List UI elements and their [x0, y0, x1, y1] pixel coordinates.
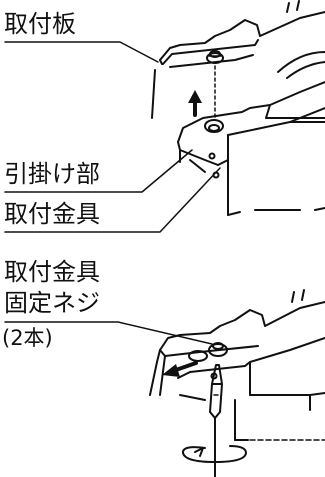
- mounting-plate-label: 取付板: [4, 10, 76, 38]
- ceiling-body-drawing: [177, 81, 325, 216]
- bracket-screw-label-line2: 固定ネジ: [4, 289, 100, 317]
- hook-part-label: 引掛け部: [4, 160, 100, 188]
- slide-screw-hole-icon: [188, 350, 208, 362]
- leader-hook-part: [4, 149, 193, 193]
- mounting-plate-drawing: [151, 0, 325, 119]
- bracket-screw-icon: [208, 342, 228, 380]
- leader-bracket: [4, 167, 221, 233]
- slide-arrowhead: [162, 364, 180, 377]
- screwdriver-icon: [209, 364, 223, 477]
- leader-bracket-screw: [4, 321, 213, 345]
- bracket-screw-label-line1: 取付金具: [4, 258, 100, 286]
- hook-slot-icon: [204, 119, 224, 179]
- lift-arrowhead: [188, 90, 202, 103]
- rotation-arrow-icon: [182, 445, 247, 463]
- bracket-assembly-drawing: [149, 289, 325, 441]
- plate-screw-icon: [206, 50, 224, 64]
- quantity-label: (2本): [2, 326, 53, 350]
- bracket-label: 取付金具: [4, 200, 100, 228]
- leader-mounting-plate: [4, 41, 159, 63]
